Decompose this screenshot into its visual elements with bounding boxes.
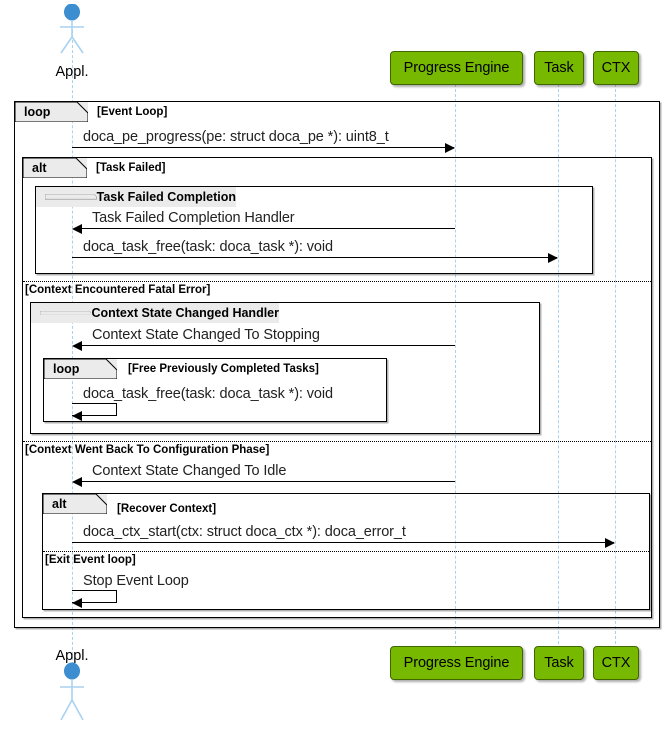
lifeline-task xyxy=(558,84,559,644)
alt-divider-fatal-error xyxy=(23,281,651,282)
frame-event-loop xyxy=(14,101,660,628)
frame-alt-recover-context xyxy=(42,493,650,610)
message-label-m6: Context State Changed To Idle xyxy=(92,463,287,479)
actor-label-appl-top: Appl. xyxy=(55,64,89,80)
frame-loop-free-tasks xyxy=(43,358,387,422)
message-label-m3: doca_task_free(task: doca_task *): void xyxy=(83,239,333,255)
message-arrowhead-m2 xyxy=(72,223,82,234)
group-task-failed-completion xyxy=(35,186,593,274)
participant-progress-engine-bottom[interactable]: Progress Engine xyxy=(390,646,523,680)
message-label-m7: doca_ctx_start(ctx: struct doca_ctx *): … xyxy=(83,524,406,540)
frame-alt-task-failed xyxy=(22,157,652,618)
message-line-m3 xyxy=(72,257,557,258)
frame-tab-alt-task-failed-label: alt xyxy=(32,161,47,175)
message-line-m7 xyxy=(72,542,614,543)
frame-tab-loop-free-tasks-label: loop xyxy=(53,362,80,376)
group-title-task-failed-completion: Task Failed Completion xyxy=(36,187,236,207)
message-line-m1 xyxy=(72,147,454,148)
message-line-m6 xyxy=(82,481,455,482)
message-self-loop-m5 xyxy=(72,403,117,416)
message-label-m5: doca_task_free(task: doca_task *): void xyxy=(83,386,333,402)
message-arrowhead-m5 xyxy=(72,411,82,421)
frame-cond-fatal-error: [Context Encountered Fatal Error] xyxy=(25,284,211,296)
participant-ctx-bottom[interactable]: CTX xyxy=(593,646,639,680)
actor-appl-figure-top xyxy=(60,4,84,54)
message-arrowhead-m6 xyxy=(72,476,82,487)
group-title-task-failed-completion-label: Task Failed Completion xyxy=(96,190,236,204)
frame-cond-event-loop: [Event Loop] xyxy=(97,106,168,118)
alt-divider-exit-event-loop xyxy=(43,551,649,552)
participant-task-bottom[interactable]: Task xyxy=(534,646,584,680)
frame-cond-exit-event-loop: [Exit Event loop] xyxy=(45,554,136,566)
message-arrowhead-m4 xyxy=(72,340,82,351)
participant-ctx-top[interactable]: CTX xyxy=(593,51,639,85)
lifeline-ctx xyxy=(615,84,616,644)
participant-progress-engine-top[interactable]: Progress Engine xyxy=(390,51,523,85)
frame-cond-config-phase: [Context Went Back To Configuration Phas… xyxy=(25,444,270,456)
message-label-m2: Task Failed Completion Handler xyxy=(92,210,295,226)
group-title-context-state-changed-handler-label: Context State Changed Handler xyxy=(91,306,279,320)
frame-tab-loop-free-tasks: loop xyxy=(44,359,117,379)
message-label-m4: Context State Changed To Stopping xyxy=(92,327,320,343)
frame-tab-event-loop: loop xyxy=(15,102,88,122)
frame-tab-alt-recover-context-label: alt xyxy=(52,497,67,511)
message-arrowhead-m3 xyxy=(548,252,558,263)
frame-tab-alt-recover-context: alt xyxy=(43,494,107,514)
message-label-m1: doca_pe_progress(pe: struct doca_pe *): … xyxy=(83,129,389,145)
message-line-m2 xyxy=(82,228,455,229)
actor-label-appl-bottom: Appl. xyxy=(55,648,89,664)
message-arrowhead-m8 xyxy=(72,598,82,608)
message-arrowhead-m7 xyxy=(605,537,615,548)
message-label-m8: Stop Event Loop xyxy=(83,573,189,589)
frame-tab-alt-task-failed: alt xyxy=(23,158,87,178)
message-self-loop-m8 xyxy=(72,590,117,603)
actor-appl-figure-bottom xyxy=(60,662,84,721)
alt-divider-config-phase xyxy=(23,441,651,442)
frame-cond-recover-context: [Recover Context] xyxy=(117,503,217,515)
frame-cond-task-failed: [Task Failed] xyxy=(96,162,166,174)
frame-cond-free-tasks: [Free Previously Completed Tasks] xyxy=(128,363,319,375)
message-line-m4 xyxy=(82,345,455,346)
lifeline-progress-engine xyxy=(455,84,456,644)
message-arrowhead-m1 xyxy=(445,142,455,153)
participant-task-top[interactable]: Task xyxy=(534,51,584,85)
group-context-state-changed-handler xyxy=(30,302,540,434)
frame-tab-event-loop-label: loop xyxy=(24,105,51,119)
group-title-context-state-changed-handler: Context State Changed Handler xyxy=(31,303,279,323)
